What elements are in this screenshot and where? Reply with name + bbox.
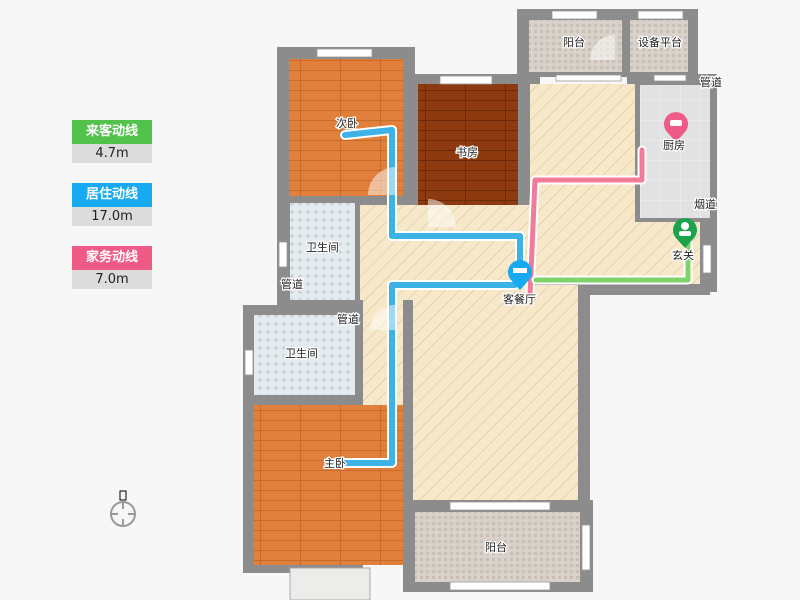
bay-window <box>289 567 371 600</box>
balcony-bottom-floor <box>415 512 580 582</box>
room-label-study: 书房 <box>456 146 478 159</box>
kitchen-pin-icon <box>664 112 689 142</box>
bathroom-top-floor <box>290 203 355 300</box>
guest-route <box>533 237 691 283</box>
legend-label: 家务动线 <box>72 246 152 270</box>
doors <box>368 35 615 330</box>
kitchen-floor <box>640 85 710 218</box>
room-label-balcony-top: 阳台 <box>563 35 585 49</box>
windows <box>244 10 712 591</box>
equipment-platform-floor <box>630 20 688 72</box>
housework-route <box>527 147 645 298</box>
room-label-second-bedroom: 次卧 <box>336 116 358 130</box>
entrance-floor <box>530 222 700 284</box>
legend-resident-route: 居住动线 17.0m <box>72 183 152 226</box>
legend-value: 7.0m <box>72 270 152 289</box>
room-label-bathroom-bottom: 卫生间 <box>285 346 318 360</box>
bathroom-bottom-floor <box>254 315 355 395</box>
room-label-master-bedroom: 主卧 <box>324 457 346 470</box>
entrance-pin-icon <box>673 218 697 248</box>
room-label-flue: 烟道 <box>694 197 716 211</box>
master-bedroom-floor <box>254 405 403 565</box>
room-label-pipe-left: 管道 <box>281 277 303 291</box>
room-label-kitchen: 厨房 <box>663 139 685 152</box>
legend-value: 17.0m <box>72 207 152 226</box>
legend-housework-route: 家务动线 7.0m <box>72 246 152 289</box>
room-label-pipe-mid: 管道 <box>337 312 359 326</box>
north-compass-icon <box>110 490 136 527</box>
living-pin-icon <box>508 260 533 290</box>
legend-label: 来客动线 <box>72 120 152 144</box>
room-label-bathroom-top: 卫生间 <box>306 240 339 254</box>
room-label-pipe: 管道 <box>700 75 722 89</box>
room-label-entrance: 玄关 <box>672 248 694 262</box>
legend-guest-route: 来客动线 4.7m <box>72 120 152 163</box>
living-floor <box>413 285 578 500</box>
room-label-living-dining: 客餐厅 <box>503 292 536 306</box>
resident-route-b <box>332 282 518 466</box>
room-label-balcony-bottom: 阳台 <box>485 540 507 554</box>
resident-route-a <box>342 127 523 283</box>
routes <box>330 125 693 468</box>
room-label-equipment-platform: 设备平台 <box>638 35 682 49</box>
legend-label: 居住动线 <box>72 183 152 207</box>
legend-value: 4.7m <box>72 144 152 163</box>
